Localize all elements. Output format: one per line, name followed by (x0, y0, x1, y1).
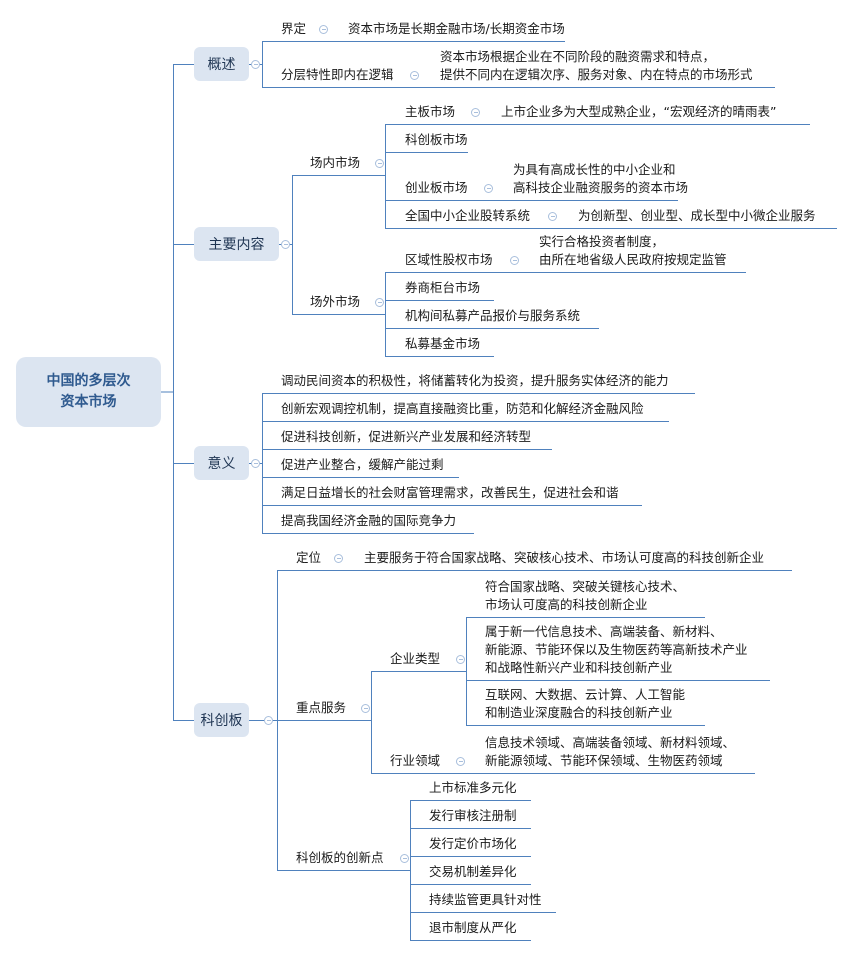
enterprise-type-item[interactable]: 互联网、大数据、云计算、人工智能 和制造业深度融合的科技创新产业 (485, 687, 686, 720)
collapse-icon[interactable] (484, 184, 493, 193)
node-private-fund[interactable]: 私募基金市场 (405, 336, 481, 351)
collapse-icon[interactable] (319, 25, 328, 34)
node-otc-broker[interactable]: 券商柜台市场 (405, 280, 481, 295)
node-star-market-label: 科创板 (200, 713, 243, 729)
node-on-exchange[interactable]: 场内市场 (310, 155, 361, 170)
node-private-quote-system[interactable]: 机构间私募产品报价与服务系统 (405, 308, 581, 323)
node-industry-fields[interactable]: 行业领域 (390, 753, 441, 768)
node-overview[interactable]: 概述 (194, 47, 249, 81)
collapse-icon[interactable] (456, 757, 465, 766)
node-neeq-detail[interactable]: 为创新型、创业型、成长型中小微企业服务 (578, 208, 816, 223)
node-regional-equity[interactable]: 区域性股权市场 (405, 252, 493, 267)
collapse-icon[interactable] (375, 159, 384, 168)
enterprise-type-item[interactable]: 属于新一代信息技术、高端装备、新材料、 新能源、节能环保以及生物医药等高新技术产… (485, 624, 748, 675)
collapse-icon[interactable] (456, 655, 465, 664)
significance-item[interactable]: 满足日益增长的社会财富管理需求，改善民生，促进社会和谐 (281, 485, 619, 500)
collapse-icon[interactable] (361, 704, 370, 713)
node-regional-equity-detail[interactable]: 实行合格投资者制度， 由所在地省级人民政府按规定监管 (539, 234, 727, 267)
collapse-icon[interactable] (400, 854, 409, 863)
node-positioning[interactable]: 定位 (296, 550, 322, 565)
collapse-icon[interactable] (281, 240, 290, 249)
node-significance-label: 意义 (207, 456, 236, 472)
node-overview-label: 概述 (207, 57, 236, 73)
node-enterprise-types[interactable]: 企业类型 (390, 651, 441, 666)
root-label: 中国的多层次 资本市场 (46, 373, 131, 410)
node-main-board-detail[interactable]: 上市企业多为大型成熟企业，“宏观经济的晴雨表” (501, 104, 777, 119)
innovation-item[interactable]: 交易机制差异化 (429, 864, 517, 879)
node-neeq[interactable]: 全国中小企业股转系统 (405, 208, 531, 223)
node-star-board-market[interactable]: 科创板市场 (405, 132, 468, 147)
collapse-icon[interactable] (375, 298, 384, 307)
node-layering[interactable]: 分层特性即内在逻辑 (281, 67, 394, 82)
node-key-services[interactable]: 重点服务 (296, 700, 347, 715)
node-innovations[interactable]: 科创板的创新点 (296, 850, 384, 865)
node-main-content-label: 主要内容 (208, 237, 265, 253)
collapse-icon[interactable] (471, 108, 480, 117)
collapse-icon[interactable] (264, 716, 273, 725)
collapse-icon[interactable] (548, 212, 557, 221)
node-layering-detail[interactable]: 资本市场根据企业在不同阶段的融资需求和特点， 提供不同内在逻辑次序、服务对象、内… (440, 49, 753, 82)
node-main-board[interactable]: 主板市场 (405, 104, 456, 119)
significance-item[interactable]: 创新宏观调控机制，提高直接融资比重，防范和化解经济金融风险 (281, 401, 644, 416)
node-chinext-detail[interactable]: 为具有高成长性的中小企业和 高科技企业融资服务的资本市场 (513, 162, 689, 195)
node-star-market[interactable]: 科创板 (194, 703, 249, 737)
root-node[interactable]: 中国的多层次 资本市场 (16, 357, 161, 427)
significance-item[interactable]: 提高我国经济金融的国际竞争力 (281, 513, 457, 528)
node-significance[interactable]: 意义 (194, 446, 249, 480)
significance-item[interactable]: 促进产业整合，缓解产能过剩 (281, 457, 444, 472)
collapse-icon[interactable] (510, 256, 519, 265)
innovation-item[interactable]: 退市制度从严化 (429, 920, 517, 935)
node-definition-detail[interactable]: 资本市场是长期金融市场/长期资金市场 (348, 21, 565, 36)
innovation-item[interactable]: 持续监管更具针对性 (429, 892, 542, 907)
collapse-icon[interactable] (251, 459, 260, 468)
enterprise-type-item[interactable]: 符合国家战略、突破关键核心技术、 市场认可度高的科技创新企业 (485, 579, 686, 612)
significance-item[interactable]: 促进科技创新，促进新兴产业发展和经济转型 (281, 429, 532, 444)
innovation-item[interactable]: 上市标准多元化 (429, 780, 517, 795)
node-off-exchange[interactable]: 场外市场 (310, 294, 361, 309)
innovation-item[interactable]: 发行审核注册制 (429, 808, 517, 823)
node-positioning-detail[interactable]: 主要服务于符合国家战略、突破核心技术、市场认可度高的科技创新企业 (364, 550, 765, 565)
node-main-content[interactable]: 主要内容 (194, 227, 279, 261)
significance-item[interactable]: 调动民间资本的积极性，将储蓄转化为投资，提升服务实体经济的能力 (281, 373, 669, 388)
collapse-icon[interactable] (251, 60, 260, 69)
innovation-item[interactable]: 发行定价市场化 (429, 836, 517, 851)
collapse-icon[interactable] (334, 554, 343, 563)
node-industry-fields-detail[interactable]: 信息技术领域、高端装备领域、新材料领域、 新能源领域、节能环保领域、生物医药领域 (485, 735, 736, 768)
node-chinext[interactable]: 创业板市场 (405, 180, 468, 195)
node-definition[interactable]: 界定 (281, 21, 307, 36)
collapse-icon[interactable] (410, 71, 419, 80)
